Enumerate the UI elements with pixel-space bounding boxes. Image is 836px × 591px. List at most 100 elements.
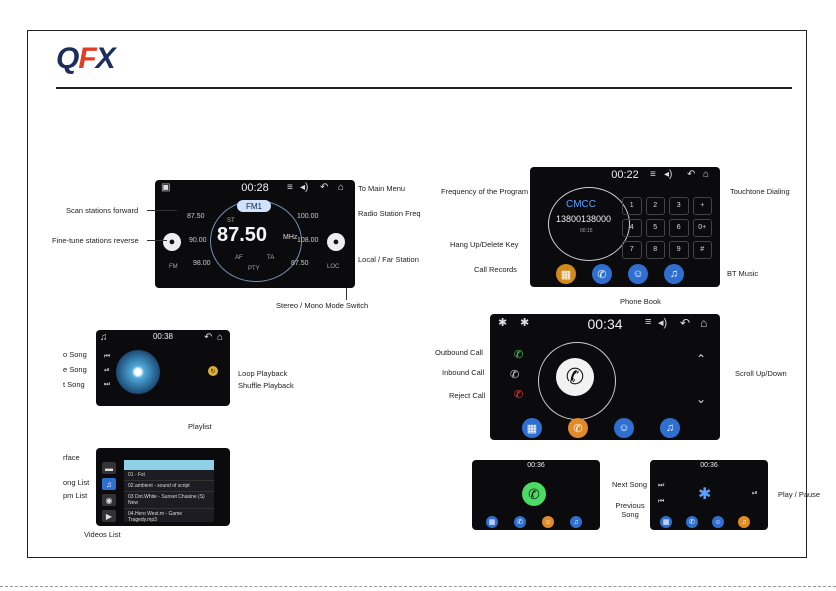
back-icon[interactable]: ↶ bbox=[320, 182, 329, 193]
key[interactable]: 4 bbox=[622, 219, 642, 237]
home-icon[interactable]: ⌂ bbox=[703, 169, 710, 180]
list-item[interactable]: 03 Dot.White - Sunset Chasine (S) New bbox=[124, 492, 214, 509]
home-icon[interactable]: ⌂ bbox=[700, 316, 708, 330]
playlist-panel: 01 - Fst 02.ambient - sound of script 03… bbox=[124, 460, 214, 523]
bt-music-button[interactable]: ♫ bbox=[570, 516, 582, 528]
key[interactable]: 6 bbox=[669, 219, 689, 237]
clock: 00:34 bbox=[587, 316, 623, 332]
call-records-button[interactable]: ▦ bbox=[556, 264, 576, 284]
label-scan-forward: Scan stations forward bbox=[66, 206, 139, 215]
video-list-icon[interactable]: ▶ bbox=[102, 510, 116, 522]
label-videos-list: Videos List bbox=[84, 530, 121, 539]
leader-line bbox=[147, 240, 167, 241]
phone-book-button[interactable]: ☺ bbox=[628, 264, 648, 284]
bluetooth-icon: ✱ bbox=[498, 317, 508, 329]
prev-button[interactable]: ⏮ bbox=[103, 353, 111, 360]
eq-icon[interactable]: ≡ bbox=[287, 182, 293, 193]
volume-icon[interactable]: ◂) bbox=[658, 317, 668, 329]
contacts-button[interactable]: ☺ bbox=[712, 516, 724, 528]
key[interactable]: # bbox=[692, 241, 712, 259]
cut-line bbox=[0, 586, 836, 587]
list-item[interactable]: 04.Hero West.m - Game Tragedy.mp3 bbox=[128, 511, 183, 523]
status-bar: 00:36 bbox=[472, 460, 600, 476]
contacts-button[interactable]: ☺ bbox=[542, 516, 554, 528]
dialpad-button[interactable]: ▦ bbox=[486, 516, 498, 528]
call-log-button[interactable]: ✆ bbox=[568, 418, 588, 438]
next-button[interactable]: ⏭ bbox=[103, 381, 111, 388]
scroll-up-icon[interactable]: ⌃ bbox=[696, 352, 707, 366]
preset-left-3[interactable]: 98.00 bbox=[193, 260, 211, 267]
dialpad-button[interactable]: ▦ bbox=[660, 516, 672, 528]
local-far-button[interactable]: ● bbox=[327, 233, 345, 251]
key[interactable]: 5 bbox=[645, 219, 665, 237]
album-disc bbox=[116, 350, 160, 394]
back-icon[interactable]: ↶ bbox=[687, 169, 696, 180]
key[interactable]: + bbox=[692, 197, 712, 215]
label-scroll: Scroll Up/Down bbox=[735, 369, 787, 378]
outbound-call-icon[interactable]: ✆ bbox=[514, 349, 524, 361]
local-label[interactable]: LOC bbox=[327, 264, 340, 270]
folder-icon[interactable]: ▬ bbox=[102, 462, 116, 474]
song-list-icon[interactable]: ♫ bbox=[102, 478, 116, 490]
preset-right-3[interactable]: 87.50 bbox=[291, 260, 309, 267]
pty-label[interactable]: PTY bbox=[248, 266, 260, 272]
leader-line bbox=[346, 288, 347, 300]
scroll-down-icon[interactable]: ⌄ bbox=[696, 392, 707, 406]
phone-screen: 00:22 ≡ ◂) ↶ ⌂ CMCC 13800138000 00:15 1 … bbox=[530, 167, 720, 287]
bt-music-button[interactable]: ♫ bbox=[738, 516, 750, 528]
band-label[interactable]: FM bbox=[169, 264, 178, 270]
dialpad-button[interactable]: ▦ bbox=[522, 418, 542, 438]
next-song-button[interactable]: ⏭ bbox=[658, 482, 665, 489]
back-icon[interactable]: ↶ bbox=[680, 316, 691, 330]
play-pause-button[interactable]: ⏯ bbox=[752, 490, 758, 497]
eq-icon[interactable]: ≡ bbox=[645, 316, 652, 328]
band-badge[interactable]: FM1 bbox=[237, 200, 271, 212]
play-button[interactable]: ⏯ bbox=[104, 367, 110, 374]
key[interactable]: 7 bbox=[622, 241, 642, 259]
status-bar: 00:22 ≡ ◂) ↶ ⌂ bbox=[530, 167, 720, 183]
handset-icon: ✆ bbox=[556, 358, 594, 396]
key[interactable]: 8 bbox=[645, 241, 665, 259]
home-icon[interactable]: ⌂ bbox=[217, 332, 224, 343]
volume-icon[interactable]: ◂) bbox=[664, 169, 673, 180]
caller-number: 13800138000 bbox=[556, 214, 612, 224]
bt-music-button[interactable]: ♫ bbox=[660, 418, 680, 438]
radio-icon: ▣ bbox=[161, 182, 171, 193]
preset-right-1[interactable]: 100.00 bbox=[297, 213, 319, 220]
phone-button[interactable]: ✆ bbox=[592, 264, 612, 284]
caller-ring bbox=[548, 187, 630, 261]
album-list-icon[interactable]: ◉ bbox=[102, 494, 116, 506]
label-main-menu: To Main Menu bbox=[358, 184, 406, 193]
preset-right-2[interactable]: 108.00 bbox=[297, 237, 319, 244]
header-rule bbox=[56, 87, 792, 89]
key[interactable]: 0+ bbox=[692, 219, 712, 237]
fine-tune-reverse-button[interactable]: ● bbox=[163, 233, 181, 251]
key[interactable]: 9 bbox=[669, 241, 689, 259]
label-play-song: e Song bbox=[63, 365, 87, 374]
handset-icon: ✆ bbox=[522, 482, 546, 506]
list-item[interactable]: 01 - Fst bbox=[124, 470, 214, 481]
preset-left-2[interactable]: 90.00 bbox=[189, 237, 207, 244]
key[interactable]: 1 bbox=[622, 197, 642, 215]
label-prev-song: o Song bbox=[63, 350, 87, 359]
bt-music-button[interactable]: ♫ bbox=[664, 264, 684, 284]
clock: 00:36 bbox=[700, 462, 718, 469]
key[interactable]: 3 bbox=[669, 197, 689, 215]
label-bt-music: BT Music bbox=[727, 269, 759, 278]
af-label: AF bbox=[235, 255, 243, 261]
previous-song-button[interactable]: ⏮ bbox=[658, 498, 665, 505]
call-log-button[interactable]: ✆ bbox=[686, 516, 698, 528]
inbound-call-icon[interactable]: ✆ bbox=[510, 369, 520, 381]
loop-button[interactable]: ↻ bbox=[208, 366, 218, 376]
contacts-button[interactable]: ☺ bbox=[614, 418, 634, 438]
back-icon[interactable]: ↶ bbox=[204, 332, 213, 343]
call-log-button[interactable]: ✆ bbox=[514, 516, 526, 528]
volume-icon[interactable]: ◂) bbox=[300, 182, 309, 193]
eq-icon[interactable]: ≡ bbox=[650, 169, 656, 180]
home-icon[interactable]: ⌂ bbox=[338, 182, 345, 193]
label-hangup: Hang Up/Delete Key bbox=[450, 240, 519, 249]
preset-left-1[interactable]: 87.50 bbox=[187, 213, 205, 220]
reject-call-icon[interactable]: ✆ bbox=[514, 389, 524, 401]
key[interactable]: 2 bbox=[645, 197, 665, 215]
list-item[interactable]: 02.ambient - sound of script bbox=[124, 481, 214, 492]
